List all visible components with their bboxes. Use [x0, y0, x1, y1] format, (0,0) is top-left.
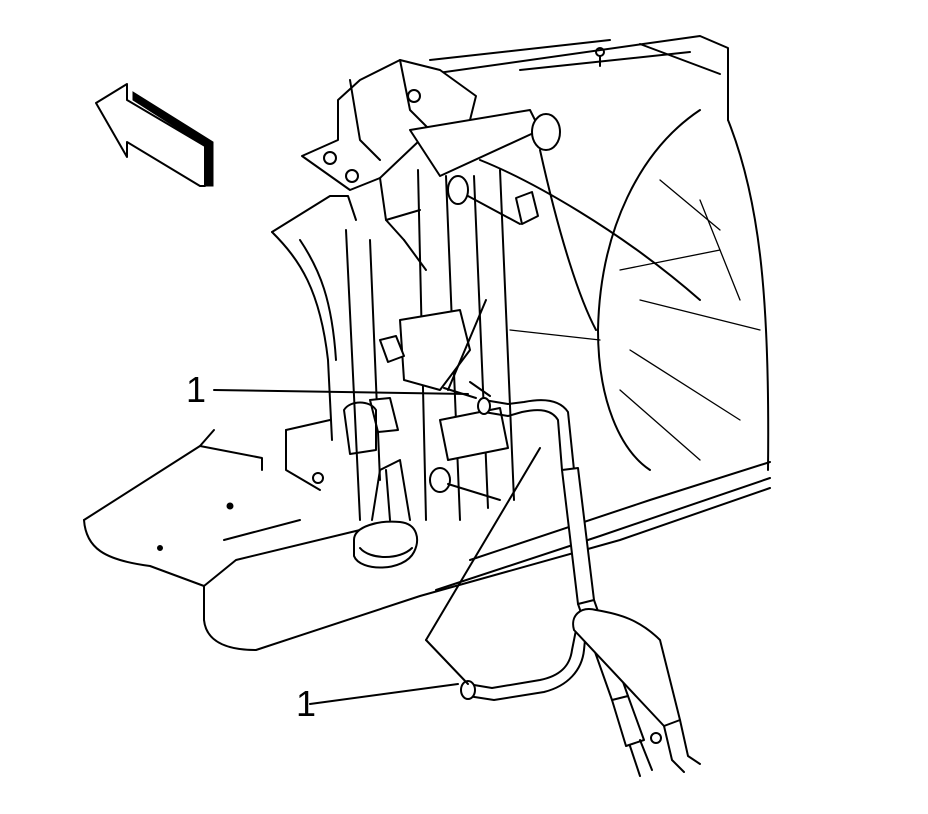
- cooler-line-fitting-block: [369, 309, 509, 501]
- callout-leaders: [213, 299, 541, 705]
- fan-shroud: [359, 35, 770, 471]
- forward-direction-arrow-icon: [95, 83, 214, 187]
- callout-label-1-upper: 1: [186, 369, 206, 410]
- lower-mount: [312, 401, 418, 569]
- cooler-hose-lower: [460, 608, 701, 773]
- left-panel: [271, 195, 357, 491]
- upper-bracket: [301, 59, 561, 271]
- callout-label-1-lower: 1: [296, 683, 316, 724]
- lower-shield: [83, 429, 771, 651]
- cooler-hose-upper: [477, 397, 653, 777]
